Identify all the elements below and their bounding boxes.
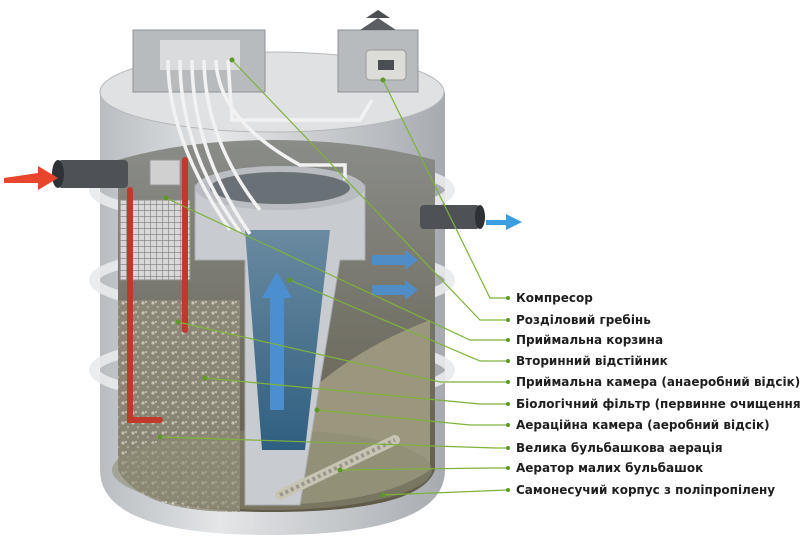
label-tank-body: Самонесучий корпус з поліпропілену	[516, 483, 776, 497]
side-flow-arrows	[372, 250, 418, 300]
label-receiving-chamber: Приймальна камера (анаеробний відсік)	[516, 375, 800, 389]
leader-lines	[159, 59, 509, 496]
label-compressor: Компресор	[516, 291, 593, 305]
leader-coarse-bubble	[159, 436, 508, 449]
leader-receiving-basket	[165, 197, 508, 341]
inlet-pipe	[52, 160, 128, 188]
outlet-arrow-icon	[486, 214, 522, 230]
label-receiving-basket: Приймальна корзина	[516, 333, 664, 347]
outlet-pipe	[420, 205, 485, 229]
leader-secondary-clarifier	[289, 279, 508, 362]
label-fine-bubble: Аератор малих бульбашок	[516, 461, 704, 475]
leader-manifold	[231, 59, 508, 321]
leader-receiving-chamber	[177, 321, 508, 383]
upflow-arrow	[262, 272, 292, 410]
label-bio-filter: Біологічний фільтр (первинне очищення)	[516, 397, 800, 411]
label-coarse-bubble: Велика бульбашкова аерація	[516, 441, 723, 455]
label-secondary-clarifier: Вторинний відстійник	[516, 354, 668, 368]
fine-bubble-aerator	[275, 435, 400, 500]
label-aeration-chamber: Аераційна камера (аеробний відсік)	[516, 418, 770, 432]
inlet-arrow-icon	[4, 166, 58, 190]
leader-dots	[157, 57, 510, 498]
leader-fine-bubble	[339, 467, 508, 471]
compressor-housing	[337, 10, 419, 93]
air-lift-pipes	[127, 157, 188, 423]
manifold-box	[132, 29, 374, 235]
leader-aeration-chamber	[316, 409, 508, 426]
label-manifold: Розділовий гребінь	[516, 313, 651, 327]
leader-compressor	[382, 79, 508, 299]
leader-tank-body	[382, 489, 509, 496]
leader-bio-filter	[204, 377, 508, 405]
